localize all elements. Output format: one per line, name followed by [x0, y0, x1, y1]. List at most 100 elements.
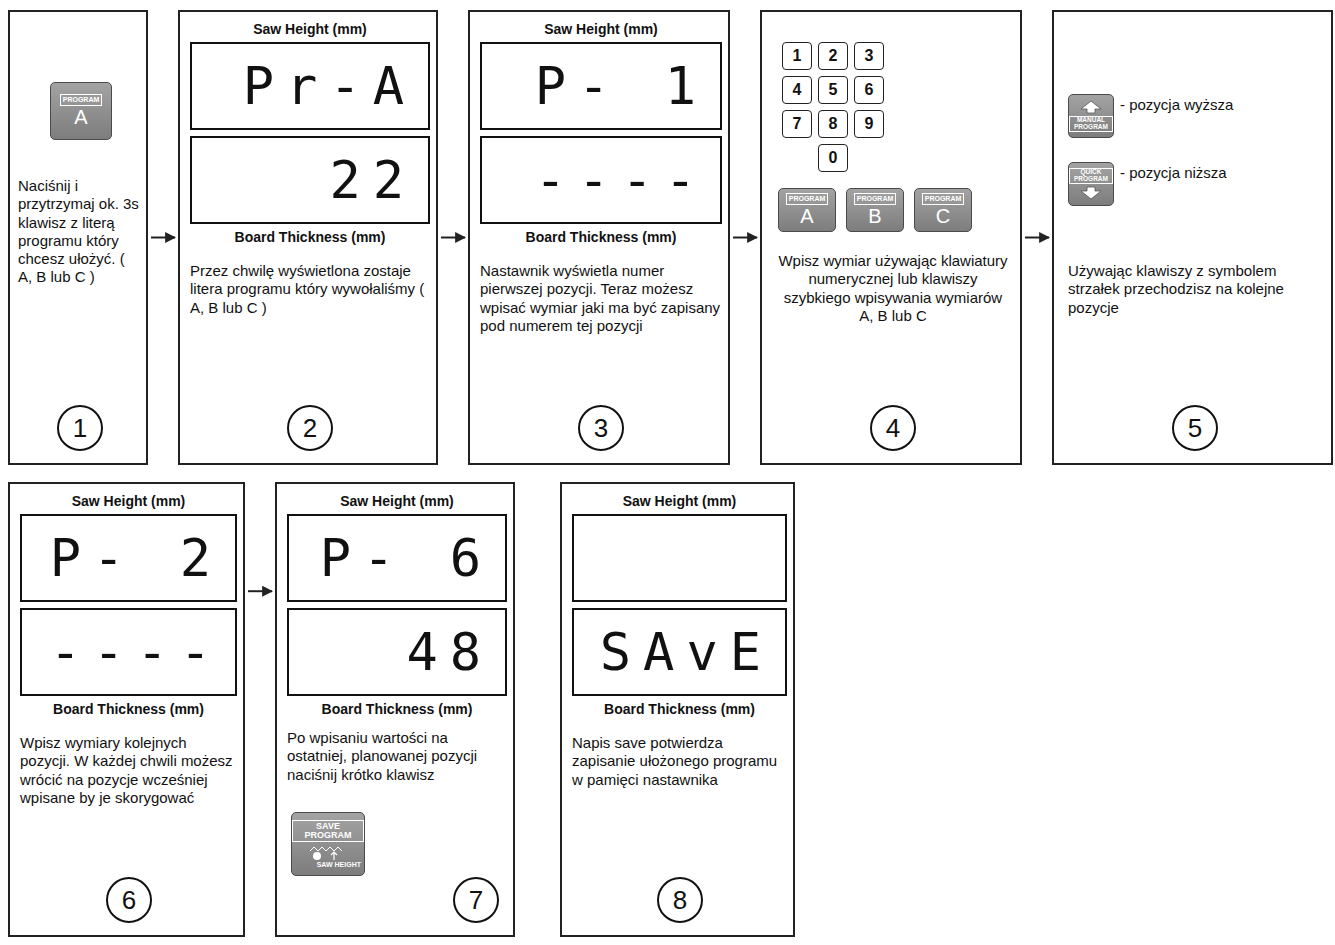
step-description: Przez chwilę wyświetlona zostaje litera … [190, 262, 430, 317]
saw-symbol [308, 845, 348, 861]
arrow-key: QUICK PROGRAM [1068, 162, 1114, 206]
key-label: QUICK PROGRAM [1069, 168, 1113, 184]
step-number-circle: 5 [1172, 405, 1218, 451]
display-value: P- 6 [320, 532, 493, 584]
display-window: 22 [190, 136, 430, 224]
key-digit: 6 [865, 81, 874, 99]
step-number: 1 [73, 415, 87, 441]
step-description: Nastawnik wyświetla numer pierwszej pozy… [480, 262, 722, 335]
display-heading: Saw Height (mm) [287, 492, 507, 510]
display-value: P- 2 [50, 532, 223, 584]
flow-arrow [151, 237, 175, 239]
display-heading: Board Thickness (mm) [480, 228, 722, 246]
display-value: ---- [535, 154, 708, 206]
key-letter: B [868, 205, 881, 227]
saw-height-display: Saw Height (mm) [572, 492, 787, 606]
display-heading: Saw Height (mm) [480, 20, 722, 38]
flow-arrow [733, 237, 757, 239]
key-digit: 2 [829, 47, 838, 65]
key-label: PROGRAM [854, 193, 897, 205]
number-key: 1 [782, 42, 812, 70]
number-key: 7 [782, 110, 812, 138]
number-key: 8 [818, 110, 848, 138]
step-number: 8 [673, 887, 687, 913]
display-window: P- 6 [287, 514, 507, 602]
step-number-circle: 8 [657, 877, 703, 923]
board-thickness-display: ---- Board Thickness (mm) [480, 136, 722, 250]
step-panel: Po wpisaniu wartości na ostatniej, plano… [275, 482, 515, 937]
step-panel: Napis save potwierdza zapisanie ułożoneg… [560, 482, 795, 937]
step-description: Używając klawiszy z symbolem strzałek pr… [1068, 262, 1323, 317]
key-digit: 9 [865, 115, 874, 133]
board-thickness-display: SAvE Board Thickness (mm) [572, 608, 787, 722]
number-key: 6 [854, 76, 884, 104]
board-thickness-display: 22Board Thickness (mm) [190, 136, 430, 250]
display-heading: Board Thickness (mm) [287, 700, 507, 718]
number-key: 0 [818, 144, 848, 172]
display-heading: Saw Height (mm) [20, 492, 237, 510]
step-number-circle: 6 [106, 877, 152, 923]
display-value: ---- [50, 626, 223, 678]
step-number: 5 [1188, 415, 1202, 441]
save-program-key: SAVE PROGRAM SAW HEIGHT [291, 812, 365, 876]
key-letter: A [74, 106, 87, 128]
flow-arrow [1025, 237, 1049, 239]
step-panel: Przez chwilę wyświetlona zostaje litera … [178, 10, 438, 465]
key-letter: A [800, 205, 813, 227]
number-key: 9 [854, 110, 884, 138]
key-letter: C [936, 205, 950, 227]
display-heading: Board Thickness (mm) [572, 700, 787, 718]
number-key: 2 [818, 42, 848, 70]
step-panel: Używając klawiszy z symbolem strzałek pr… [1052, 10, 1333, 465]
display-window: ---- [480, 136, 722, 224]
key-digit: 5 [829, 81, 838, 99]
step-number: 2 [303, 415, 317, 441]
step-description: Napis save potwierdza zapisanie ułożoneg… [572, 734, 787, 789]
key-label: PROGRAM [786, 193, 829, 205]
step-panel: Nastawnik wyświetla numer pierwszej pozy… [468, 10, 730, 465]
step-number-circle: 4 [870, 405, 916, 451]
display-window: P- 1 [480, 42, 722, 130]
key-label: SAVE PROGRAM [292, 820, 364, 843]
display-heading: Board Thickness (mm) [190, 228, 430, 246]
step-description: Wpisz wymiar używając klawiatury numeryc… [778, 252, 1008, 325]
key-digit: 0 [829, 149, 838, 167]
saw-height-display: Saw Height (mm) Pr-A [190, 20, 430, 134]
key-caption: - pozycja niższa [1120, 164, 1227, 182]
key-digit: 1 [793, 47, 802, 65]
display-value: SAvE [600, 626, 773, 678]
step-number-circle: 7 [453, 877, 499, 923]
number-key: 5 [818, 76, 848, 104]
key-sublabel: SAW HEIGHT [317, 861, 361, 868]
step-panel: Naciśnij i przytrzymaj ok. 3s klawisz z … [8, 10, 148, 465]
key-label: PROGRAM [60, 94, 103, 106]
step-description: Po wpisaniu wartości na ostatniej, plano… [287, 729, 507, 784]
program-key: PROGRAMB [846, 188, 904, 232]
display-window: P- 2 [20, 514, 237, 602]
arrow-symbol [1080, 100, 1102, 114]
display-value: P- 1 [535, 60, 708, 112]
program-key: PROGRAMA [778, 188, 836, 232]
saw-height-display: Saw Height (mm) P- 1 [480, 20, 722, 134]
step-number-circle: 3 [578, 405, 624, 451]
step-description: Naciśnij i przytrzymaj ok. 3s klawisz z … [18, 177, 142, 287]
display-window: SAvE [572, 608, 787, 696]
saw-height-display: Saw Height (mm) P- 6 [287, 492, 507, 606]
display-window: Pr-A [190, 42, 430, 130]
display-heading: Saw Height (mm) [190, 20, 430, 38]
arrow-key: MANUAL PROGRAM [1068, 94, 1114, 138]
display-heading: Saw Height (mm) [572, 492, 787, 510]
step-number: 6 [122, 887, 136, 913]
key-digit: 3 [865, 47, 874, 65]
step-number: 7 [469, 887, 483, 913]
key-digit: 4 [793, 81, 802, 99]
display-window: ---- [20, 608, 237, 696]
display-heading: Board Thickness (mm) [20, 700, 237, 718]
flow-arrow [248, 590, 272, 592]
display-window [572, 514, 787, 602]
key-digit: 7 [793, 115, 802, 133]
step-description: Wpisz wymiary kolejnych pozycji. W każde… [20, 734, 237, 807]
step-number: 4 [886, 415, 900, 441]
